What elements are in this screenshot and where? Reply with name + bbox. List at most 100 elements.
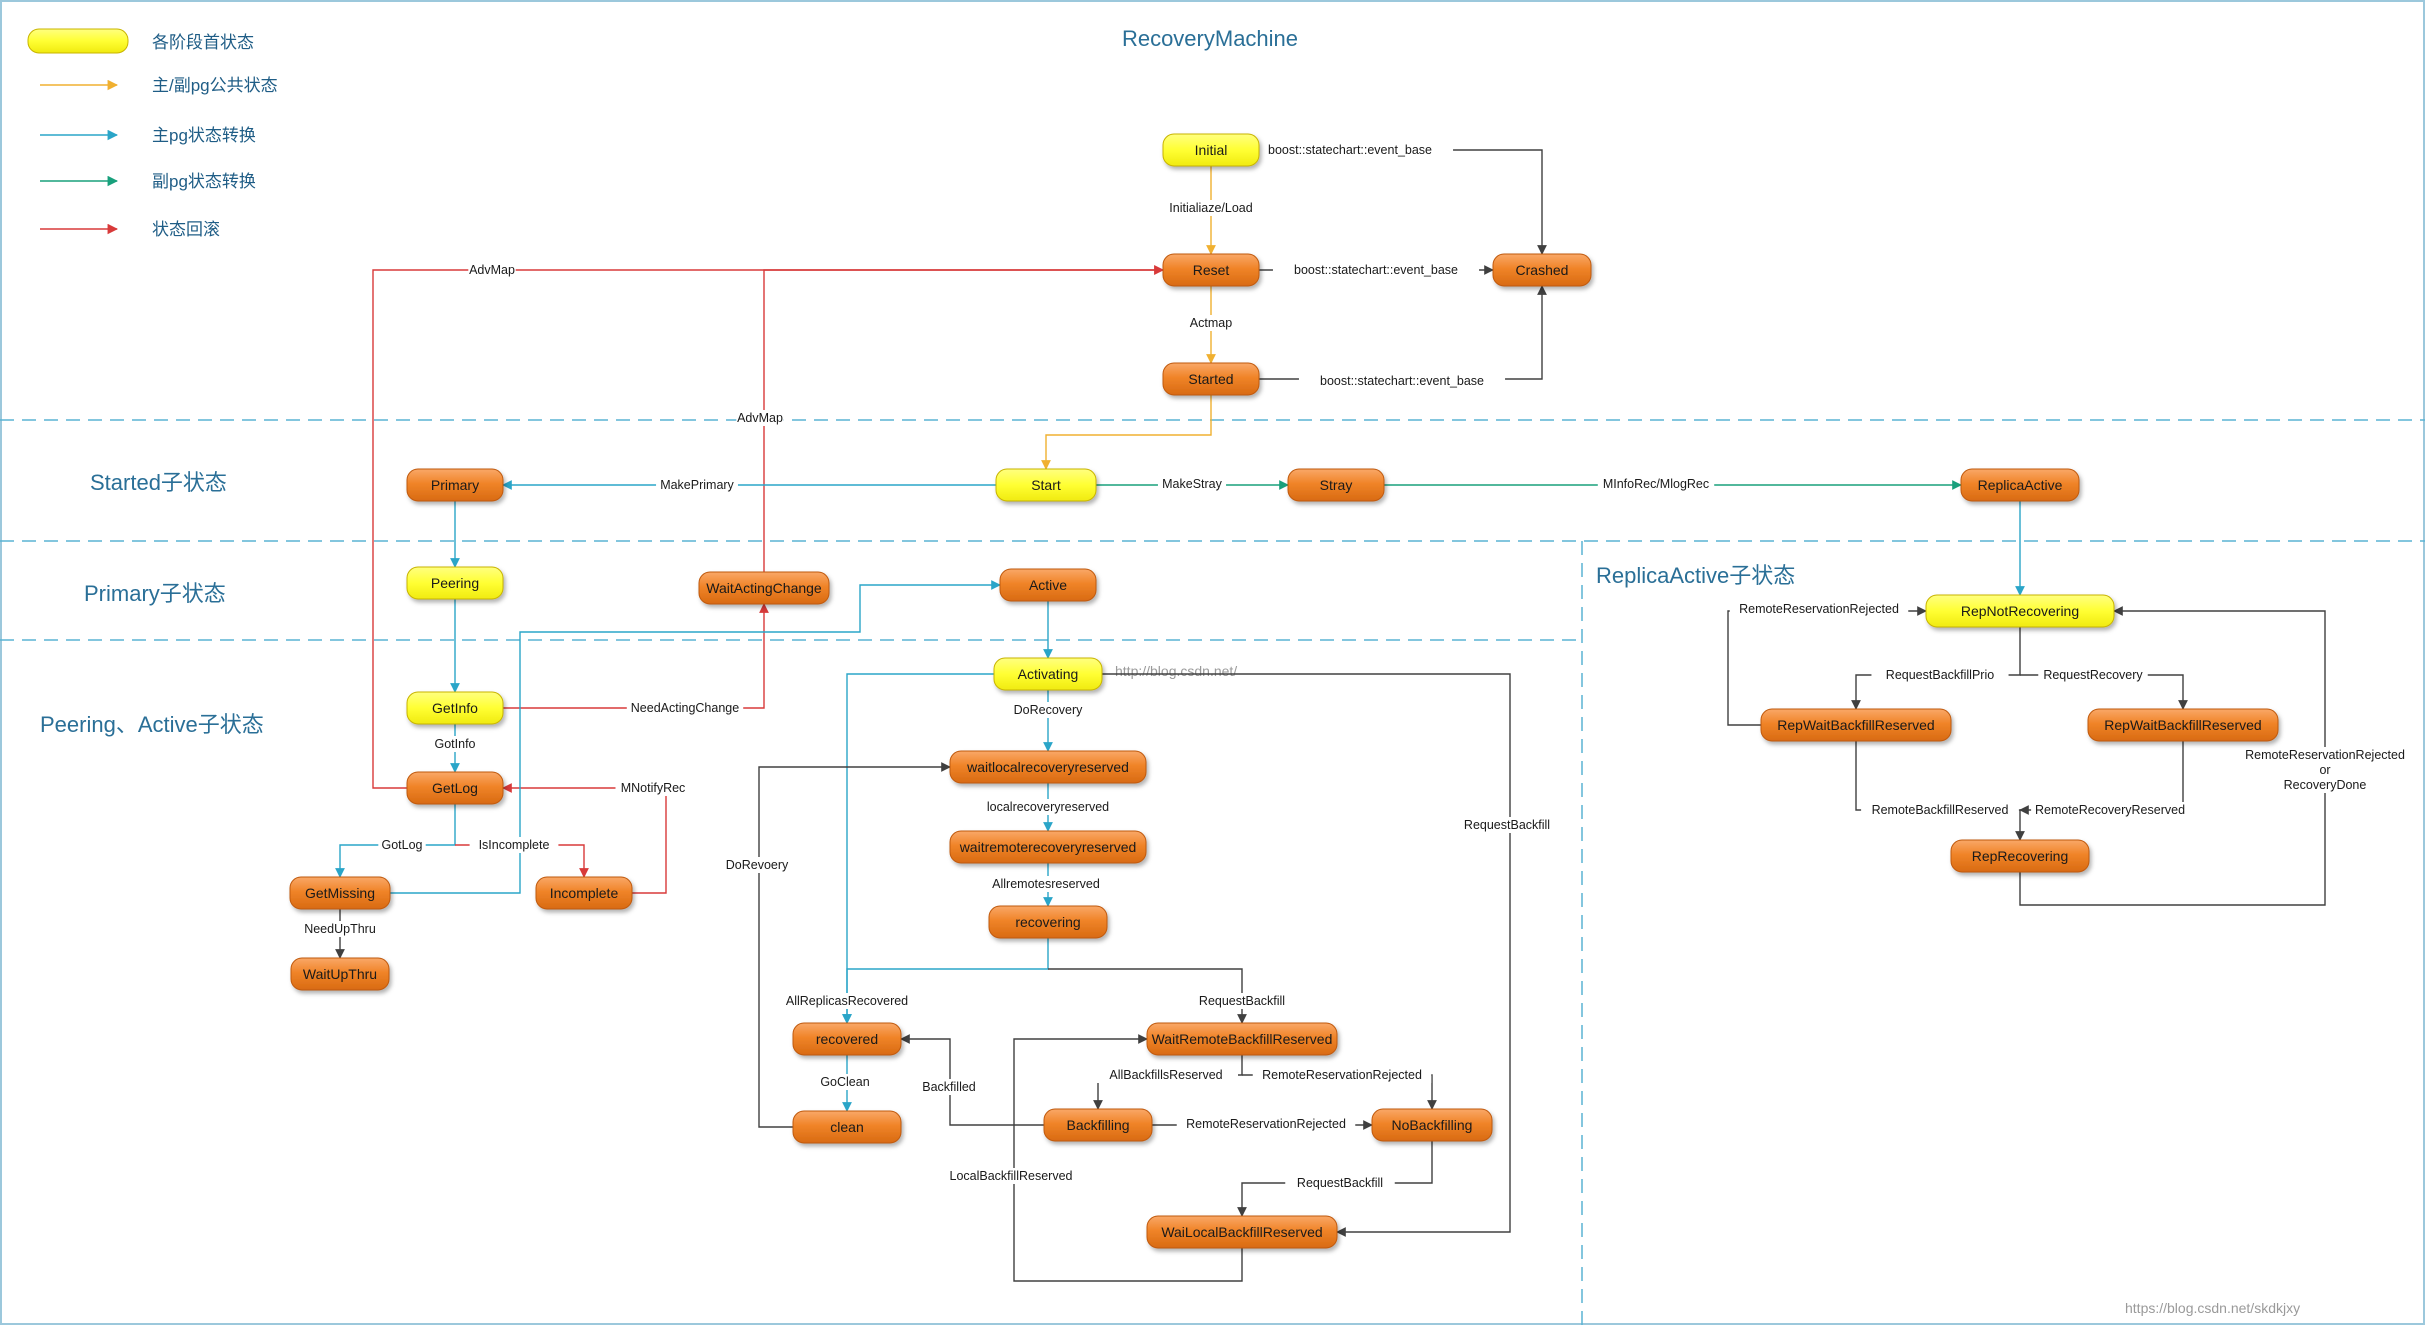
state-node-GetLog: GetLog: [406, 771, 504, 805]
edge-label-bg: [2315, 762, 2335, 778]
state-node-box: [1925, 594, 2115, 628]
state-node-box: [1371, 1108, 1493, 1142]
edge-label: MakeStray: [1162, 477, 1222, 491]
edge-Activating-to-WaiLocalBackfillReserved: [1102, 673, 1511, 1237]
edge-label-bg: [817, 1074, 873, 1090]
state-node-box: [406, 566, 504, 600]
edge-label: RemoteRecoveryReserved: [2035, 803, 2185, 817]
state-node-RepNotRecovering: RepNotRecovering: [1925, 594, 2115, 628]
edge-label: GoClean: [820, 1075, 869, 1089]
edge-label-bg: [1597, 476, 1715, 492]
state-node-label: GetInfo: [432, 700, 478, 716]
state-node-label: WaitRemoteBackfillReserved: [1152, 1031, 1333, 1047]
state-node-Peering: Peering: [406, 566, 504, 600]
state-node-Primary: Primary: [406, 468, 504, 502]
edge-RepRecovering-to-RepNotRecovering: [2019, 606, 2326, 906]
state-node-box: [406, 771, 504, 805]
state-node-GetInfo: GetInfo: [406, 691, 504, 725]
edge-label: MInfoRec/MlogRec: [1603, 477, 1709, 491]
legend-label: 主/副pg公共状态: [152, 76, 278, 95]
edge-label: RemoteReservationRejected: [1186, 1117, 1346, 1131]
state-node-box: [1960, 468, 2080, 502]
state-node-box: [1162, 133, 1260, 167]
edge-label-bg: [736, 410, 784, 426]
state-node-box: [995, 468, 1097, 502]
state-node-RepWaitBackfillReserved: RepWaitBackfillReserved: [1760, 708, 1952, 742]
edge-label: Actmap: [1190, 316, 1232, 330]
state-node-label: RepWaitBackfillReserved: [1777, 717, 1934, 733]
state-node-WaitUpThru: WaitUpThru: [290, 957, 390, 991]
edge-label-bg: [1871, 667, 2009, 683]
state-node-box: [949, 830, 1147, 864]
edge-label-bg: [1187, 315, 1235, 331]
edge-Started-to-Start: [1041, 395, 1212, 470]
state-node-RepWaitRecoveryReserved: RepWaitBackfillReserved: [2087, 708, 2279, 742]
state-node-box: [406, 468, 504, 502]
state-node-Stray: Stray: [1287, 468, 1385, 502]
state-node-Start: Start: [995, 468, 1097, 502]
legend-node-swatch: [27, 28, 129, 54]
edge-Initial-to-Crashed: [1259, 149, 1547, 255]
edge-label-bg: [1298, 373, 1506, 389]
section-title-replica: ReplicaActive子状态: [1596, 563, 1795, 588]
state-node-box: [1950, 839, 2090, 873]
edge-label-bg: [656, 477, 738, 493]
state-node-box: [1162, 253, 1260, 287]
watermark-corner: https://blog.csdn.net/skdkjxy: [2125, 1300, 2300, 1316]
section-title-peering: Peering、Active子状态: [40, 712, 264, 737]
state-node-clean: clean: [792, 1110, 902, 1144]
state-node-RepRecovering: RepRecovering: [1950, 839, 2090, 873]
state-node-box: [406, 691, 504, 725]
legend-label: 各阶段首状态: [152, 33, 254, 52]
state-node-box: [1492, 253, 1592, 287]
legend-label: 状态回滚: [152, 220, 220, 239]
state-node-box: [1146, 1022, 1338, 1056]
state-node-Crashed: Crashed: [1492, 253, 1592, 287]
section-title-started: Started子状态: [90, 470, 227, 495]
state-node-box: [792, 1022, 902, 1056]
state-node-box: [1043, 1108, 1153, 1142]
edge-clean-to-waitlocalrecoveryreserved: [758, 762, 951, 1128]
state-node-box: [999, 568, 1097, 602]
edge-GetInfo-to-WaitActingChange: [503, 603, 769, 709]
edge-label: MakePrimary: [660, 478, 734, 492]
edge-label: NeedActingChange: [631, 701, 739, 715]
edge-label-bg: [427, 736, 483, 752]
state-node-Initial: Initial: [1162, 133, 1260, 167]
state-node-box: [792, 1110, 902, 1144]
edge-label-bg: [911, 1079, 987, 1095]
state-node-label: WaitUpThru: [303, 966, 377, 982]
state-node-box: [535, 876, 633, 910]
state-node-label: clean: [830, 1119, 863, 1135]
diagram-title: RecoveryMachine: [1122, 26, 1298, 51]
state-node-label: Reset: [1193, 262, 1230, 278]
edge-label: RemoteReservationRejected: [1262, 1068, 1422, 1082]
state-node-box: [988, 905, 1108, 939]
edge-label: RemoteBackfillReserved: [1872, 803, 2009, 817]
state-node-label: recovering: [1015, 914, 1080, 930]
edge-label: AllReplicasRecovered: [786, 994, 908, 1008]
state-node-label: waitlocalrecoveryreserved: [966, 759, 1129, 775]
section-title-primary: Primary子状态: [84, 581, 226, 606]
state-node-box: [698, 571, 830, 605]
state-node-WaitActingChange: WaitActingChange: [698, 571, 830, 605]
watermark-center: http://blog.csdn.net/: [1115, 663, 1237, 679]
state-node-label: GetLog: [432, 780, 478, 796]
state-node-label: Start: [1031, 477, 1061, 493]
edge-label: RequestBackfillPrio: [1886, 668, 1994, 682]
edge-label-bg: [1285, 1175, 1395, 1191]
edge-label-bg: [1729, 601, 1909, 617]
edge-label: Initialiaze/Load: [1169, 201, 1252, 215]
state-node-label: Crashed: [1516, 262, 1569, 278]
state-node-label: RepRecovering: [1972, 848, 2069, 864]
edge-label: AllBackfillsReserved: [1109, 1068, 1222, 1082]
edge-label: LocalBackfillReserved: [950, 1169, 1073, 1183]
edge-label-bg: [2235, 747, 2415, 763]
state-node-waitlocalrecoveryreserved: waitlocalrecoveryreserved: [949, 750, 1147, 784]
edge-label: MNotifyRec: [621, 781, 686, 795]
state-node-label: ReplicaActive: [1978, 477, 2063, 493]
state-node-label: GetMissing: [305, 885, 375, 901]
state-node-label: Incomplete: [550, 885, 619, 901]
edge-GetMissing-to-Active: [390, 580, 1001, 894]
